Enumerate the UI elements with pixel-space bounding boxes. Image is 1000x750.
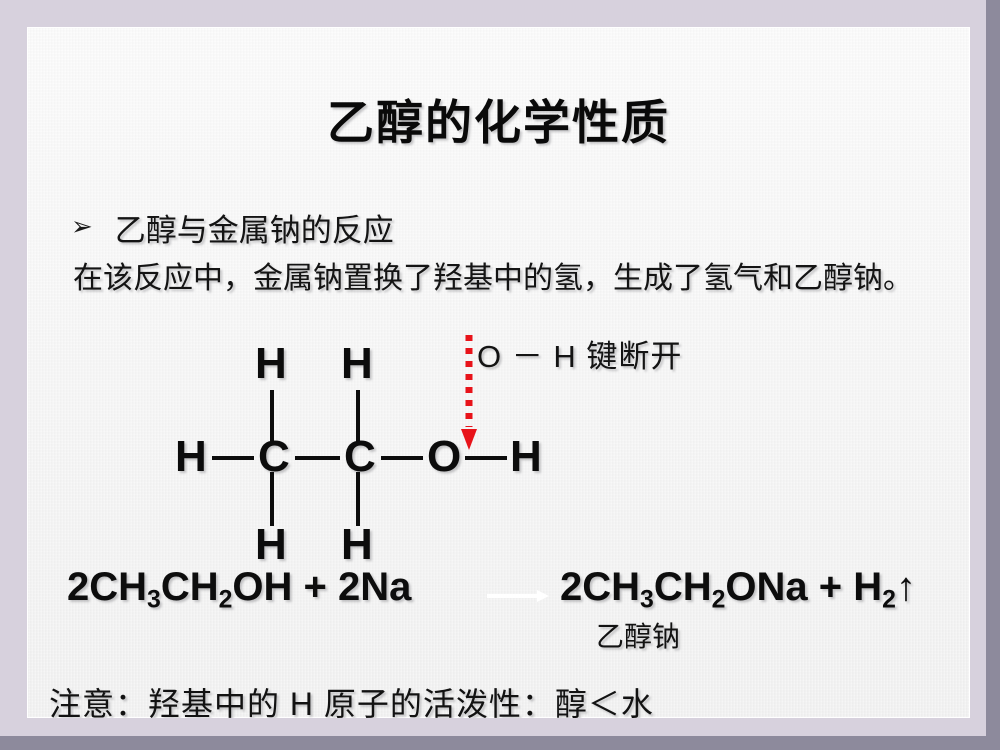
bond-break-annotation: O － H 键断开	[477, 339, 683, 374]
chemical-equation: 2CH3CH2OH + 2Na 2CH3CH2ONa + H2↑	[27, 567, 970, 627]
equation-products: 2CH3CH2ONa + H2↑	[560, 567, 916, 613]
bond-c2-h-top	[356, 390, 360, 444]
atom-h-right: H	[510, 432, 542, 481]
rhs-suffix: ONa + H	[725, 565, 883, 609]
lhs-prefix: 2CH	[67, 565, 148, 609]
slide-canvas: 乙醇的化学性质 ➢ 乙醇与金属钠的反应 在该反应中，金属钠置换了羟基中的氢，生成…	[27, 27, 970, 718]
bullet-label: 乙醇与金属钠的反应	[114, 213, 394, 248]
atom-h-bottom-right: H	[341, 520, 373, 569]
bond-c1-h-top	[270, 390, 274, 444]
bond-c1-h-bottom	[270, 472, 274, 526]
footer-note: 注意：羟基中的 H 原子的活泼性：醇＜水	[49, 686, 654, 718]
rhs-sub-1: 3	[640, 586, 654, 614]
lhs-sub-1: 3	[147, 586, 161, 614]
atom-c2: C	[344, 432, 376, 481]
ethanol-structural-formula: H H H C C O H H H	[157, 332, 557, 577]
bullet-row: ➢ 乙醇与金属钠的反应	[71, 205, 394, 250]
rhs-mid: CH	[653, 565, 712, 609]
product-label-sodium-ethoxide: 乙醇钠	[596, 621, 681, 652]
rhs-prefix: 2CH	[560, 565, 641, 609]
atom-h-bottom-left: H	[255, 520, 287, 569]
lhs-suffix: OH + 2Na	[232, 565, 412, 609]
equation-reactants: 2CH3CH2OH + 2Na	[67, 567, 411, 613]
reaction-arrow-icon	[487, 590, 549, 602]
atom-h-top-right: H	[341, 339, 373, 388]
lhs-mid: CH	[160, 565, 219, 609]
page-title: 乙醇的化学性质	[327, 96, 670, 149]
atom-h-top-left: H	[255, 339, 287, 388]
rhs-sub-2: 2	[711, 586, 726, 614]
rhs-sub-3: 2	[882, 586, 896, 614]
atom-o: O	[427, 432, 462, 481]
bond-c2-o	[381, 456, 423, 460]
bond-c2-h-bottom	[356, 472, 360, 526]
bond-o-h	[465, 456, 507, 460]
red-dotted-down-arrow-icon	[461, 335, 477, 450]
atom-h-left: H	[175, 432, 207, 481]
body-paragraph: 在该反应中，金属钠置换了羟基中的氢，生成了氢气和乙醇钠。	[73, 262, 913, 295]
gas-up-arrow-icon: ↑	[895, 565, 916, 609]
atom-c1: C	[258, 432, 290, 481]
arrow-bullet-icon: ➢	[71, 210, 93, 241]
bond-h-c1	[212, 456, 254, 460]
bond-c1-c2	[295, 456, 340, 460]
lhs-sub-2: 2	[218, 586, 233, 614]
